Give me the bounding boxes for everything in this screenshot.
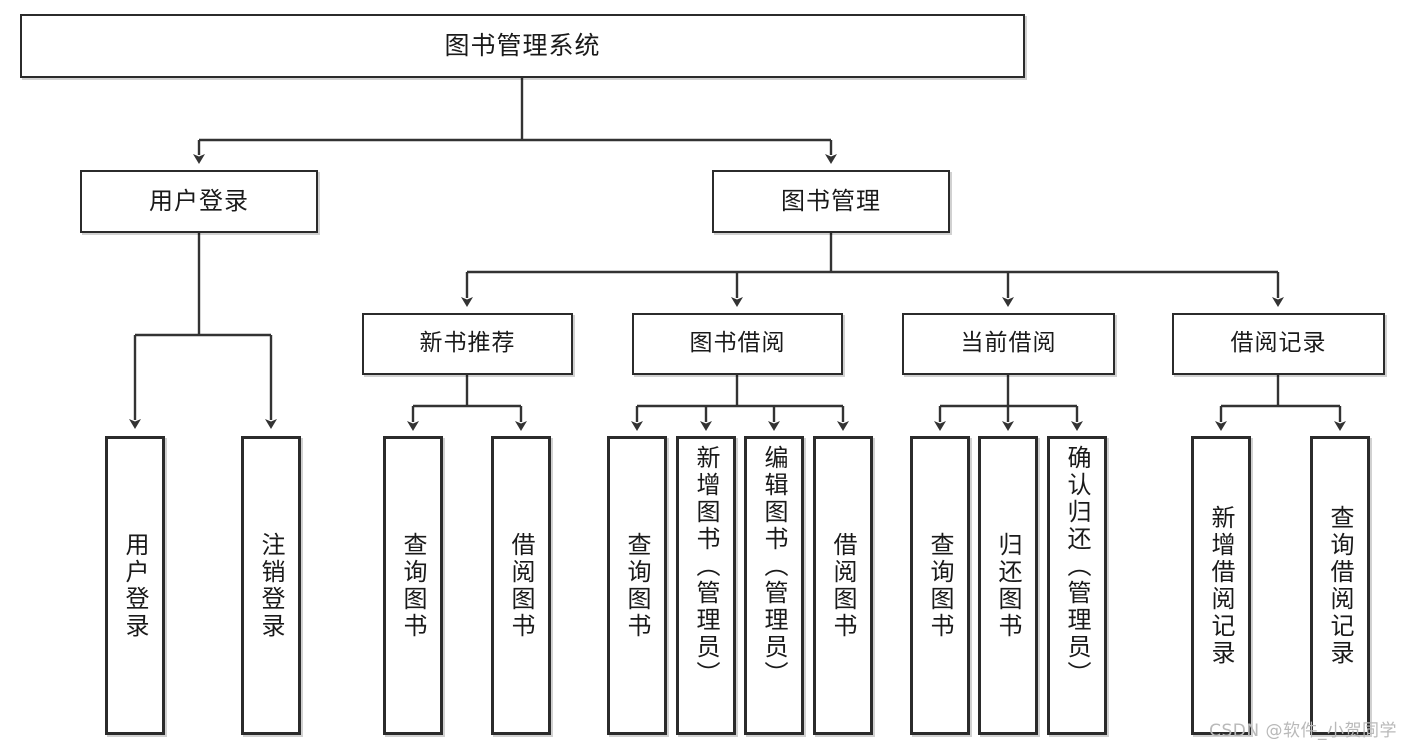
- leaf-new-book-borrow-books[interactable]: 借阅图书: [491, 436, 551, 735]
- node-label: 新书推荐: [419, 330, 516, 357]
- leaf-user-login-login[interactable]: 用户登录: [105, 436, 165, 735]
- node-label: 查询图书: [399, 531, 427, 640]
- leaf-borrow-record-add-record[interactable]: 新增借阅记录: [1191, 436, 1251, 735]
- node-borrowing-record[interactable]: 借阅记录: [1172, 313, 1385, 375]
- node-label: 当前借阅: [960, 330, 1057, 357]
- leaf-book-borrow-edit-book-admin[interactable]: 编辑图书（管理员）: [744, 436, 804, 735]
- leaf-new-book-query-books[interactable]: 查询图书: [383, 436, 443, 735]
- node-label: 查询图书: [623, 531, 651, 640]
- node-label: 确认归还（管理员）: [1063, 445, 1091, 688]
- node-label: 归还图书: [994, 531, 1022, 640]
- node-label: 查询借阅记录: [1326, 504, 1354, 667]
- leaf-book-borrow-add-book-admin[interactable]: 新增图书（管理员）: [676, 436, 736, 735]
- node-label: 新增图书（管理员）: [692, 445, 720, 688]
- node-root-book-management-system[interactable]: 图书管理系统: [20, 14, 1025, 78]
- node-label: 借阅图书: [507, 531, 535, 640]
- leaf-user-login-logout[interactable]: 注销登录: [241, 436, 301, 735]
- node-label: 用户登录: [121, 531, 149, 640]
- leaf-book-borrow-borrow-books[interactable]: 借阅图书: [813, 436, 873, 735]
- node-label: 借阅记录: [1230, 330, 1327, 357]
- node-label: 图书管理系统: [444, 31, 601, 61]
- node-label: 借阅图书: [829, 531, 857, 640]
- leaf-current-borrow-confirm-return-admin[interactable]: 确认归还（管理员）: [1047, 436, 1107, 735]
- node-label: 图书借阅: [689, 330, 786, 357]
- leaf-borrow-record-query-record[interactable]: 查询借阅记录: [1310, 436, 1370, 735]
- node-book-borrowing[interactable]: 图书借阅: [632, 313, 843, 375]
- node-label: 查询图书: [926, 531, 954, 640]
- node-user-login[interactable]: 用户登录: [80, 170, 318, 233]
- node-label: 注销登录: [257, 531, 285, 640]
- node-label: 用户登录: [149, 187, 249, 216]
- node-label: 编辑图书（管理员）: [760, 445, 788, 688]
- leaf-current-borrow-query-books[interactable]: 查询图书: [910, 436, 970, 735]
- csdn-watermark: CSDN @软件_小贺同学: [1209, 721, 1397, 741]
- node-new-book-recommendation[interactable]: 新书推荐: [362, 313, 573, 375]
- node-book-management[interactable]: 图书管理: [712, 170, 950, 233]
- node-label: 新增借阅记录: [1207, 504, 1235, 667]
- node-current-borrowing[interactable]: 当前借阅: [902, 313, 1115, 375]
- leaf-current-borrow-return-books[interactable]: 归还图书: [978, 436, 1038, 735]
- node-label: 图书管理: [781, 187, 881, 216]
- leaf-book-borrow-query-books[interactable]: 查询图书: [607, 436, 667, 735]
